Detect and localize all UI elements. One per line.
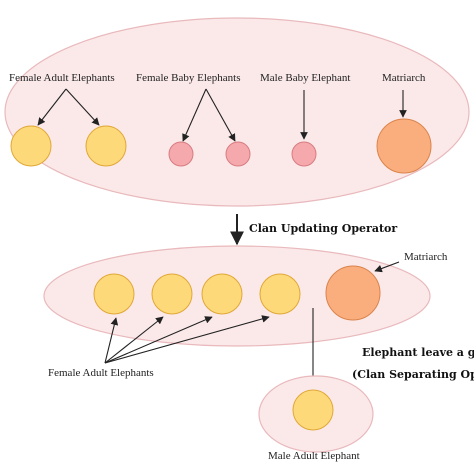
female-baby-circle-1 [168,141,194,167]
female-adult-circle-2 [85,125,127,167]
label-male-adult: Male Adult Elephant [268,450,360,462]
female-adult-circle-1 [10,125,52,167]
arrow-bottom-2 [104,316,164,364]
female-adult-circle-6 [259,273,301,315]
male-adult-circle [292,389,334,431]
top-clan-ellipse [4,17,470,207]
arrow-matriarch-bottom [374,261,400,273]
male-baby-circle [291,141,317,167]
female-baby-circle-2 [225,141,251,167]
female-adult-circle-3 [93,273,135,315]
label-matriarch-bottom: Matriarch [404,251,448,263]
female-adult-circle-5 [201,273,243,315]
label-female-adult-top: Female Adult Elephants [9,72,115,84]
arrow-top-1 [37,88,67,126]
matriarch-circle-bottom [325,265,381,321]
label-male-baby: Male Baby Elephant [260,72,350,84]
female-adult-circle-4 [151,273,193,315]
label-female-baby: Female Baby Elephants [136,72,240,84]
arrow-top-2 [65,88,100,126]
arrow-bottom-1 [104,317,119,364]
label-clan-separating: (Clan Separating Oper [352,368,474,381]
arrow-top-4 [205,88,236,142]
arrow-top-3 [182,88,207,142]
arrow-bottom-3 [104,316,213,364]
label-leave-group: Elephant leave a grou [362,346,474,359]
label-matriarch-top: Matriarch [382,72,426,84]
matriarch-circle-top [376,118,432,174]
arrow-bottom-4 [104,315,270,364]
label-clan-updating-operator: Clan Updating Operator [249,222,397,235]
label-female-adult-bottom: Female Adult Elephants [48,367,154,379]
